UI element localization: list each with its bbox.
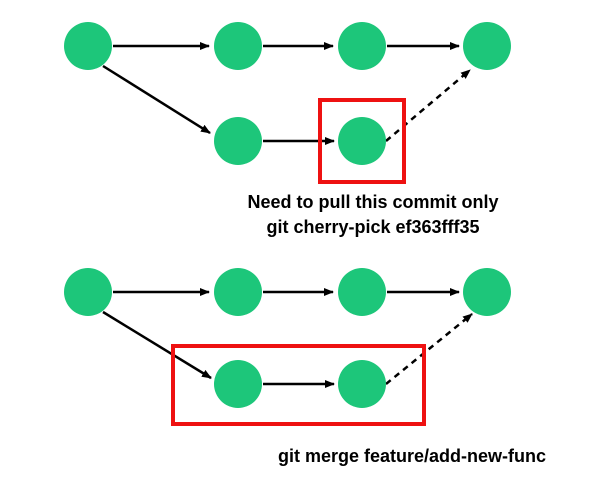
commit-node-main-4[interactable] — [463, 22, 511, 70]
edge-branch-out — [102, 310, 212, 380]
cherry-pick-caption-line1: Need to pull this commit only — [247, 192, 498, 212]
commit-node-branch-1[interactable] — [214, 117, 262, 165]
merge-caption: git merge feature/add-new-func — [278, 446, 546, 466]
edge-branch-out — [102, 64, 211, 135]
commit-node-branch-1[interactable] — [214, 360, 262, 408]
edge-merge-dashed — [385, 313, 473, 385]
edge-cherry-pick-dashed — [385, 69, 471, 142]
commit-node-main-3[interactable] — [338, 22, 386, 70]
cherry-pick-highlight-box — [318, 98, 406, 184]
commit-node-main-2[interactable] — [214, 22, 262, 70]
commit-node-branch-2[interactable] — [338, 117, 386, 165]
merge-diagram: git merge feature/add-new-func — [64, 268, 546, 466]
cherry-pick-caption-line2: git cherry-pick ef363fff35 — [266, 217, 479, 237]
commit-node-branch-2[interactable] — [338, 360, 386, 408]
merge-highlight-box — [171, 344, 426, 426]
commit-node-main-1[interactable] — [64, 22, 112, 70]
commit-node-main-1[interactable] — [64, 268, 112, 316]
commit-node-main-3[interactable] — [338, 268, 386, 316]
commit-node-main-4[interactable] — [463, 268, 511, 316]
cherry-pick-diagram: Need to pull this commit only git cherry… — [64, 22, 511, 237]
commit-node-main-2[interactable] — [214, 268, 262, 316]
